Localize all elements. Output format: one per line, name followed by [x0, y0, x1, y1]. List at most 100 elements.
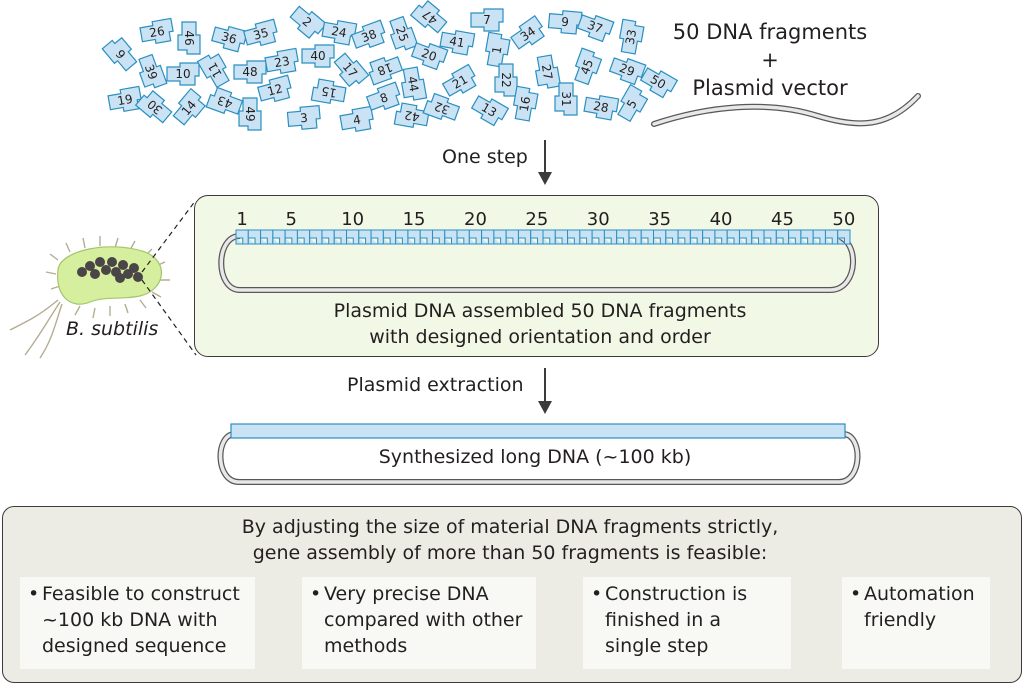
fragment-number: 40: [310, 49, 326, 63]
assembled-fragment: [579, 229, 593, 245]
assembled-caption-line2: with designed orientation and order: [369, 326, 711, 348]
fragment-number: 6: [113, 46, 129, 62]
assembled-fragment: [603, 229, 618, 245]
assembled-fragment: [812, 229, 826, 245]
assembled-fragment: [505, 229, 519, 245]
fragment-number: 33: [622, 28, 640, 46]
benefit-card: • Automation friendly: [842, 577, 990, 669]
bullet-icon: •: [850, 583, 862, 605]
assembled-fragment: [689, 229, 704, 245]
benefit-text: Construction is finished in a single ste…: [605, 583, 748, 657]
fragment-number: 31: [559, 91, 573, 107]
dna-fragment: 21: [439, 63, 480, 101]
fragment-number: 23: [273, 53, 291, 71]
dna-fragment: 15: [310, 77, 348, 107]
assembled-fragment: [517, 229, 532, 245]
dna-fragment: 6: [101, 33, 141, 74]
step-one-label: One step: [442, 146, 528, 168]
assembled-fragment: [702, 229, 716, 245]
dna-fragment: 48: [233, 60, 267, 84]
fragment-index-label: 25: [525, 209, 549, 230]
assembled-caption-line1: Plasmid DNA assembled 50 DNA fragments: [333, 300, 747, 322]
fragment-number: 15: [320, 83, 338, 101]
dna-fragment: 8: [364, 81, 404, 115]
fragment-number: 14: [178, 97, 200, 119]
assembled-fragment: [260, 229, 274, 245]
assembled-fragment: [726, 229, 740, 245]
dna-fragment: 38: [349, 19, 389, 53]
title-vector: Plasmid vector: [692, 76, 848, 100]
assembled-fragment: [628, 229, 642, 245]
down-arrow-icon: [538, 140, 552, 185]
fragment-index-label: 1: [236, 209, 248, 230]
dna-fragment: 5: [613, 83, 651, 124]
assembled-fragment: [837, 229, 851, 245]
dna-fragment: 13: [468, 91, 510, 129]
fragment-number: 46: [182, 30, 196, 46]
assembled-fragment: [419, 229, 433, 245]
assembled-fragment: [640, 229, 655, 245]
dna-fragment: 20: [409, 38, 449, 72]
assembled-fragment: [431, 229, 446, 245]
dna-fragment: 23: [263, 47, 301, 77]
fragment-index-label: 30: [586, 209, 610, 230]
dna-fragment: 2: [286, 2, 328, 42]
dna-fragment: 43: [205, 85, 245, 119]
dna-fragment: 7: [470, 8, 504, 32]
dna-fragment: 28: [582, 92, 620, 122]
assembled-fragment: [395, 229, 409, 245]
dna-fragment: 44: [398, 65, 428, 103]
dna-fragment: 39: [134, 52, 168, 92]
dna-fragment: 4: [338, 105, 376, 135]
bacterium-illustration: [9, 200, 197, 359]
fragment-number: 28: [592, 98, 610, 116]
assembled-fragment: [247, 229, 262, 245]
dna-fragment: 41: [438, 27, 476, 57]
assembled-fragment: [296, 229, 311, 245]
assembled-fragment: [333, 229, 348, 245]
dna-fragment: 19: [106, 85, 144, 115]
fragment-number: 26: [148, 23, 166, 41]
assembled-fragment: [235, 229, 249, 245]
assembled-fragment: [542, 229, 556, 245]
dna-fragment: 27: [532, 53, 562, 91]
assembled-plasmid-loop: [218, 229, 856, 293]
assembled-caption: Plasmid DNA assembled 50 DNA fragments w…: [260, 298, 820, 350]
fragment-index-label: 45: [771, 209, 794, 230]
dna-fragment: 9: [547, 9, 583, 36]
dna-fragment: 24: [320, 17, 358, 47]
dna-fragment: 26: [138, 17, 176, 47]
benefit-card: • Construction is finished in a single s…: [583, 577, 791, 669]
step-extraction-label: Plasmid extraction: [347, 374, 524, 396]
title-plus: +: [761, 48, 779, 72]
dna-fragment: 33: [616, 18, 646, 56]
assembled-fragment: [738, 229, 753, 245]
dna-fragment: 32: [422, 91, 462, 125]
dna-fragment: 37: [575, 10, 615, 44]
assembled-fragment: [456, 229, 470, 245]
plasmid-vector-strand: [651, 93, 921, 127]
dna-fragment: 18: [365, 52, 405, 86]
assembled-fragment: [481, 229, 495, 245]
flagella-icon: [9, 236, 170, 359]
fragment-index-label: 5: [285, 209, 297, 230]
assembled-fragment: [493, 229, 507, 245]
fragment-number: 21: [449, 72, 471, 92]
assembled-plasmid-panel: [194, 195, 879, 357]
dna-fragment: 46: [177, 21, 201, 55]
summary-heading: By adjusting the size of material DNA fr…: [150, 514, 870, 566]
fragment-number: 5: [624, 97, 640, 111]
assembled-fragment: [751, 229, 765, 245]
synthesized-dna-loop: [217, 423, 861, 485]
assembled-fragment: [530, 229, 544, 245]
bullet-icon: •: [310, 583, 322, 605]
fragment-number: 10: [175, 67, 191, 81]
assembled-fragment: [567, 229, 581, 245]
dna-fragment: 14: [169, 87, 209, 128]
summary-heading-line1: By adjusting the size of material DNA fr…: [241, 516, 779, 538]
inputs-title: 50 DNA fragments + Plasmid vector: [660, 18, 880, 102]
assembled-fragment: [309, 229, 323, 245]
assembled-fragment: [616, 229, 630, 245]
fragment-index-label: 35: [648, 209, 672, 230]
fragment-number: 37: [585, 17, 605, 37]
